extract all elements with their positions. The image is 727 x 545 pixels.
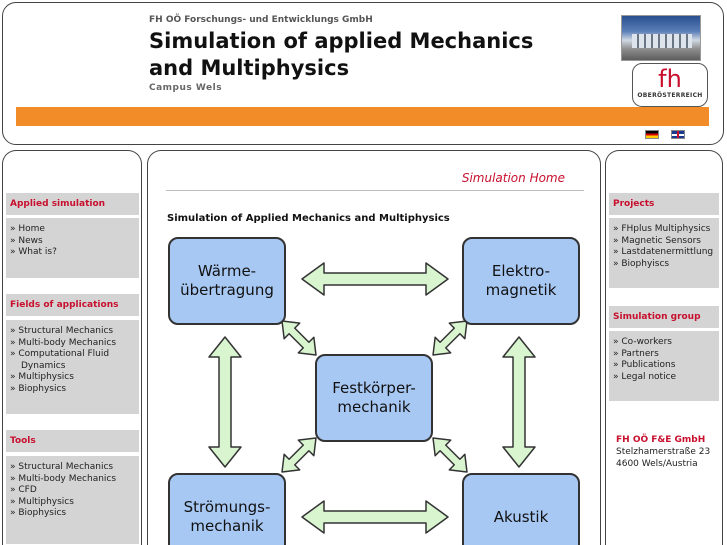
double-arrow-right: [502, 336, 536, 468]
nav-link-what-is[interactable]: » What is?: [10, 247, 57, 258]
double-arrow-left: [208, 336, 242, 468]
nav-link-fhplus-multiphysics[interactable]: » FHplus Multiphysics: [613, 224, 711, 234]
nav-link-home[interactable]: » Home: [10, 224, 45, 234]
nav-section-projects: » FHplus Multiphysics » Magnetic Sensors…: [609, 218, 719, 288]
nav-section-applied-simulation: » Home » News » What is?: [6, 218, 139, 278]
nav-link-tools-biophysics[interactable]: » Biophysics: [10, 508, 67, 519]
page-title-line2: and Multiphysics: [149, 56, 350, 80]
node-akustik: Akustik: [462, 473, 580, 545]
nav-link-co-workers[interactable]: » Co-workers: [613, 337, 672, 347]
nav-section-tools: » Structural Mechanics » Multi-body Mech…: [6, 456, 139, 544]
fh-logo[interactable]: fh OBERÖSTERREICH: [632, 63, 708, 107]
right-navigation: Projects » FHplus Multiphysics » Magneti…: [605, 150, 723, 545]
nav-link-publications[interactable]: » Publications: [613, 360, 676, 371]
double-arrow-diagonal-bottom-right: [432, 437, 468, 473]
nav-section-title: Applied simulation: [6, 193, 139, 215]
contact-name: FH OÖ F&E GmbH: [616, 435, 706, 445]
double-arrow-top: [301, 262, 449, 296]
nav-link-tools-multibody[interactable]: » Multi-body Mechanics: [10, 473, 117, 484]
nav-section-simulation-group: » Co-workers » Partners » Publications »…: [609, 331, 719, 401]
orange-banner: [16, 107, 709, 126]
nav-section-title: Tools: [6, 430, 139, 452]
header: FH OÖ Forschungs- und Entwicklungs GmbH …: [2, 2, 724, 145]
nav-link-biophyiscs[interactable]: » Biophyiscs: [613, 258, 670, 269]
nav-link-legal-notice[interactable]: » Legal notice: [613, 371, 677, 382]
nav-link-biophysics[interactable]: » Biophysics: [10, 383, 67, 394]
double-arrow-diagonal-top-left: [281, 320, 317, 356]
node-festkoerpermechanik: Festkörper- mechanik: [315, 354, 433, 442]
contact-city: 4600 Wels/Austria: [616, 459, 698, 469]
content-title: Simulation of Applied Mechanics and Mult…: [167, 213, 450, 224]
english-flag-icon[interactable]: [671, 130, 685, 139]
node-elektromagnetik: Elektro- magnetik: [462, 237, 580, 325]
nav-link-structural-mechanics[interactable]: » Structural Mechanics: [10, 326, 114, 336]
fh-logo-text: fh: [658, 65, 682, 93]
nav-section-fields: » Structural Mechanics » Multi-body Mech…: [6, 320, 139, 414]
double-arrow-bottom: [301, 500, 449, 534]
nav-section-title: Simulation group: [609, 306, 719, 328]
campus-label: Campus Wels: [149, 83, 223, 93]
diagram-arrows: [208, 262, 536, 534]
fh-logo-subtitle: OBERÖSTERREICH: [637, 92, 703, 99]
page-title: Simulation of applied Mechanics and Mult…: [149, 28, 533, 82]
nav-link-tools-multiphysics[interactable]: » Multiphysics: [10, 496, 74, 507]
main-content: Simulation Home Simulation of Applied Me…: [147, 150, 601, 545]
double-arrow-diagonal-bottom-left: [281, 437, 317, 473]
nav-link-news[interactable]: » News: [10, 235, 43, 246]
nav-link-lastdatenermittlung[interactable]: » Lastdatenermittlung: [613, 247, 714, 258]
nav-link-partners[interactable]: » Partners: [613, 348, 659, 359]
nav-link-computational-fluid-cont[interactable]: Dynamics: [21, 360, 66, 371]
page-title-line1: Simulation of applied Mechanics: [149, 29, 534, 53]
nav-link-multi-body-mechanics[interactable]: » Multi-body Mechanics: [10, 337, 117, 348]
contact-address: FH OÖ F&E GmbH Stelzhamerstraße 23 4600 …: [616, 434, 710, 470]
left-navigation: Applied simulation » Home » News » What …: [2, 150, 142, 545]
nav-link-computational-fluid[interactable]: » Computational Fluid: [10, 349, 110, 360]
nav-section-title: Projects: [609, 193, 719, 215]
nav-link-multiphysics[interactable]: » Multiphysics: [10, 372, 74, 383]
nav-link-tools-structural[interactable]: » Structural Mechanics: [10, 462, 114, 472]
organization-name: FH OÖ Forschungs- und Entwicklungs GmbH: [149, 15, 373, 25]
simulation-home-link[interactable]: Simulation Home: [461, 171, 565, 185]
node-stroemungsmechanik: Strömungs- mechanik: [168, 473, 286, 545]
building-photo: [621, 15, 701, 61]
german-flag-icon[interactable]: [645, 130, 659, 139]
divider: [166, 190, 584, 191]
nav-link-tools-cfd[interactable]: » CFD: [10, 485, 37, 496]
nav-link-magnetic-sensors[interactable]: » Magnetic Sensors: [613, 235, 701, 246]
nav-section-title: Fields of applications: [6, 294, 139, 316]
contact-street: Stelzhamerstraße 23: [616, 447, 711, 457]
node-waermeuebertragung: Wärme- übertragung: [168, 237, 286, 325]
